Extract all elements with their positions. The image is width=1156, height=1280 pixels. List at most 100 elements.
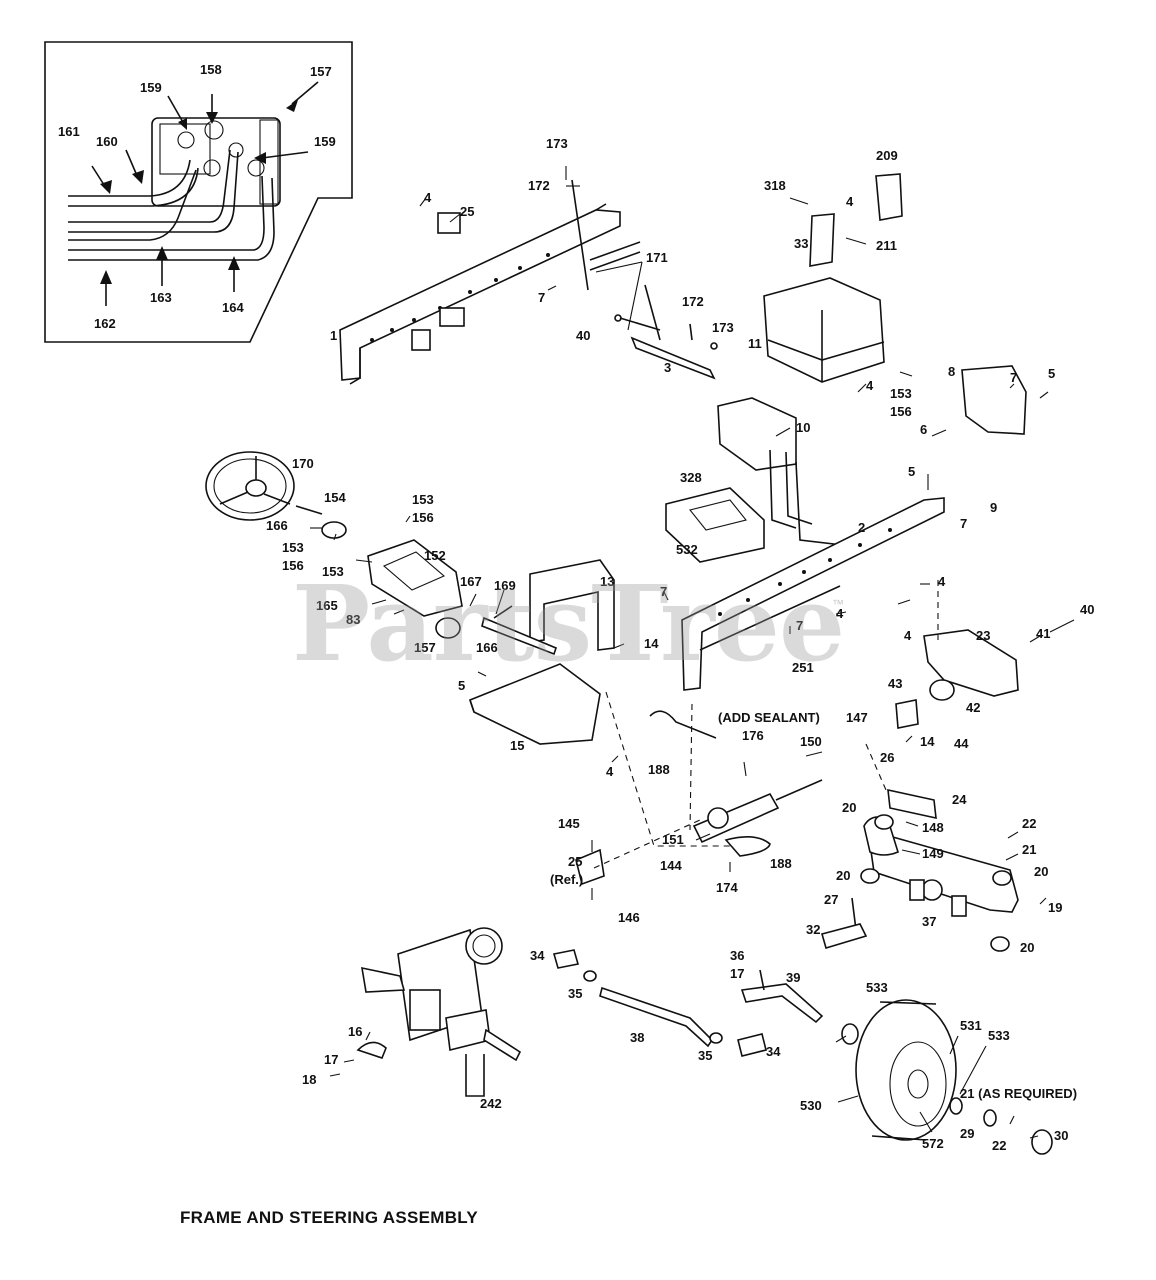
- callout-83: 83: [346, 612, 360, 627]
- callout-44: 44: [954, 736, 969, 751]
- callout-164: 164: [222, 300, 244, 315]
- callout-17-b: 17: [324, 1052, 338, 1067]
- callout-20-a: 20: [842, 800, 856, 815]
- callout-25-a: 25: [460, 204, 474, 219]
- callout-20-b: 20: [1034, 864, 1048, 879]
- callout-22-b: 22: [992, 1138, 1006, 1153]
- steering-wheel: [205, 451, 347, 539]
- callout-166-a: 166: [266, 518, 288, 533]
- callout-7-d: 7: [660, 584, 667, 599]
- callout-18: 18: [302, 1072, 316, 1087]
- battery-cover: [665, 487, 765, 563]
- callout-152: 152: [424, 548, 446, 563]
- callout-23: 23: [976, 628, 990, 643]
- callout-153-b: 153: [412, 492, 434, 507]
- spindle: [821, 897, 868, 949]
- steering-cylinder: [575, 710, 823, 886]
- callout-4-a: 4: [424, 190, 432, 205]
- callout-21-as-required: 21 (AS REQUIRED): [960, 1086, 1077, 1101]
- callout-41: 41: [1036, 626, 1050, 641]
- callout-174: 174: [716, 880, 738, 895]
- callout-172-a: 172: [528, 178, 550, 193]
- steering-gearbox: [367, 539, 557, 656]
- callout-36: 36: [730, 948, 744, 963]
- inset-valve-hoses: [44, 41, 353, 343]
- callout-5-c: 5: [458, 678, 465, 693]
- callout-251: 251: [792, 660, 814, 675]
- callout-2: 2: [858, 520, 865, 535]
- callout-25-b: 25: [568, 854, 582, 869]
- callout-30: 30: [1054, 1128, 1068, 1143]
- callout-162: 162: [94, 316, 116, 331]
- callout-37: 37: [922, 914, 936, 929]
- callout-153-a: 153: [890, 386, 912, 401]
- callout-147: 147: [846, 710, 868, 725]
- inset-callouts: 157 158 159 159 160 161 162 163 164: [58, 62, 336, 331]
- callout-156-a: 156: [890, 404, 912, 419]
- callout-144: 144: [660, 858, 682, 873]
- callout-533-b: 533: [988, 1028, 1010, 1043]
- callout-530: 530: [800, 1098, 822, 1113]
- callout-156-c: 156: [282, 558, 304, 573]
- callout-1: 1: [330, 328, 337, 343]
- callout-532: 532: [676, 542, 698, 557]
- callout-24: 24: [952, 792, 967, 807]
- transaxle-callouts: 16 17 18 242: [302, 1024, 502, 1111]
- axle-support: [895, 629, 1019, 729]
- callout-7-a: 7: [538, 290, 545, 305]
- watermark: PartsTree: [292, 562, 845, 685]
- callout-5-a: 5: [1048, 366, 1055, 381]
- front-axle: [860, 788, 1019, 952]
- cylinder-callouts: (ADD SEALANT) 176 188 145 151 25 (Ref.) …: [550, 710, 820, 925]
- callout-10: 10: [796, 420, 810, 435]
- callout-171: 171: [646, 250, 668, 265]
- drag-link: [552, 949, 824, 1057]
- callout-19: 19: [1048, 900, 1062, 915]
- callout-9: 9: [990, 500, 997, 515]
- callout-26: 26: [880, 750, 894, 765]
- callout-7-e: 7: [796, 618, 803, 633]
- callout-209: 209: [876, 148, 898, 163]
- callout-29: 29: [960, 1126, 974, 1141]
- callout-20-d: 20: [1020, 940, 1034, 955]
- callout-14-a: 14: [644, 636, 659, 651]
- callout-157: 157: [310, 64, 332, 79]
- callout-4-c: 4: [866, 378, 874, 393]
- callout-172-b: 172: [682, 294, 704, 309]
- callout-5-b: 5: [908, 464, 915, 479]
- callout-15: 15: [510, 738, 524, 753]
- callout-35-b: 35: [698, 1048, 712, 1063]
- callout-4-b: 4: [846, 194, 854, 209]
- callout-4-f: 4: [836, 606, 844, 621]
- callout-153-c: 153: [282, 540, 304, 555]
- callout-21-a: 21: [1022, 842, 1036, 857]
- callout-42: 42: [966, 700, 980, 715]
- callout-531: 531: [960, 1018, 982, 1033]
- callout-4-e: 4: [904, 628, 912, 643]
- callout-533-a: 533: [866, 980, 888, 995]
- callout-169: 169: [494, 578, 516, 593]
- frame-rail-left: [339, 203, 621, 385]
- frame-rail-right: [681, 497, 945, 691]
- callout-14-b: 14: [920, 734, 935, 749]
- callout-158: 158: [200, 62, 222, 77]
- callout-11: 11: [748, 336, 762, 351]
- callout-167: 167: [460, 574, 482, 589]
- callout-40-b: 40: [1080, 602, 1094, 617]
- lower-callouts: 34 35 38 35 34 36 17 39 533 531 533 21 (…: [530, 948, 1077, 1153]
- callout-160: 160: [96, 134, 118, 149]
- watermark-trademark: ™: [832, 597, 844, 611]
- transaxle: [356, 927, 522, 1097]
- callout-153-d: 153: [322, 564, 344, 579]
- dashed-reference-lines: [605, 580, 939, 847]
- callout-ref: (Ref.): [550, 872, 583, 887]
- callout-151: 151: [662, 832, 684, 847]
- callout-146: 146: [618, 910, 640, 925]
- callout-149: 149: [922, 846, 944, 861]
- callout-176: 176: [742, 728, 764, 743]
- callout-154: 154: [324, 490, 346, 505]
- callout-173-b: 173: [712, 320, 734, 335]
- callout-4-g: 4: [606, 764, 614, 779]
